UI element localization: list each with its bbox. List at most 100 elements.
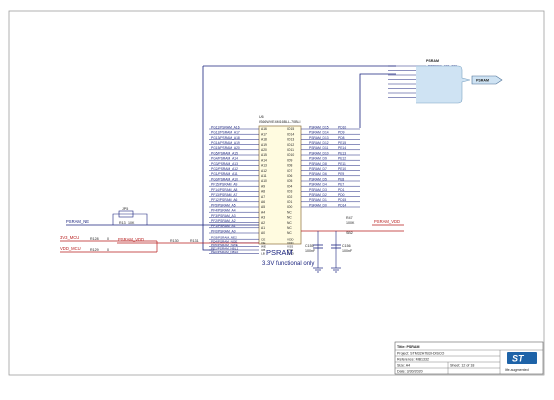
r128-label: R128 bbox=[90, 237, 99, 241]
left-pin-name: A18 bbox=[261, 138, 267, 142]
r13-value: 10K bbox=[128, 221, 135, 225]
left-pin-net: PG0/PSRAM_A10 bbox=[211, 177, 238, 181]
left-pin-net: PF0/PSRAM_A0 bbox=[211, 229, 236, 233]
left-pin-net: PG5/PSRAM_A15 bbox=[211, 151, 238, 155]
right-pin-port: PD9 bbox=[338, 131, 345, 135]
right-pin-name: IO13 bbox=[287, 138, 294, 142]
ctrl-pin-net: PE0/PSRAM_NBL0 bbox=[211, 250, 238, 254]
left-pin-net: PG3/PSRAM_A13 bbox=[211, 162, 238, 166]
right-pin-port: PD15 bbox=[338, 198, 346, 202]
right-pin-name: IO15 bbox=[287, 127, 294, 131]
left-pin-name: A0 bbox=[261, 231, 265, 235]
right-pin-name: IO3 bbox=[287, 190, 292, 194]
right-pin-net: PSRAM_D6 bbox=[309, 172, 327, 176]
right-pin-name: NC bbox=[287, 226, 292, 230]
psram-chip-body[interactable] bbox=[258, 125, 302, 245]
ctrl-pin-name: LB bbox=[261, 252, 265, 256]
vdd-label: VDD_MCU bbox=[60, 246, 81, 251]
data-bus-wire bbox=[359, 73, 396, 128]
right-pin-net: PSRAM_D11 bbox=[309, 146, 329, 150]
chip-part: IS66WVE4M16BLL-70BLI bbox=[259, 120, 301, 124]
v33-label: 3V3_MCU bbox=[60, 235, 79, 240]
right-pin-name: IO5 bbox=[287, 179, 292, 183]
left-pin-net: PF15/PSRAM_A9 bbox=[211, 183, 238, 187]
fb-label: SB2 bbox=[346, 231, 353, 235]
right-pin-name: IO1 bbox=[287, 200, 292, 204]
left-pin-name: A1 bbox=[261, 226, 265, 230]
right-pin-net: PSRAM_D13 bbox=[309, 136, 329, 140]
left-pin-net: PG11/PSRAM_A16 bbox=[211, 125, 240, 129]
title-block-sheet: Sheet: 12 of 18 bbox=[450, 364, 474, 368]
right-pin-name: IO0 bbox=[287, 205, 292, 209]
company-tagline: life.augmented bbox=[505, 368, 529, 372]
left-pin-name: A9 bbox=[261, 184, 265, 188]
title-block-date: Date: 3/30/2020 bbox=[397, 370, 423, 374]
jumper-loop bbox=[112, 213, 148, 225]
right-pin-port: PE8 bbox=[338, 177, 344, 181]
left-pin-net: PG4/PSRAM_A14 bbox=[211, 157, 238, 161]
r129-value: 0 bbox=[107, 248, 109, 252]
title-block-size: Size: A4 bbox=[397, 364, 410, 368]
right-pin-net: PSRAM_D2 bbox=[309, 193, 327, 197]
supply-label: PSRAM_VDD bbox=[118, 237, 144, 242]
cap-a-value: 100nF bbox=[305, 249, 316, 253]
r47-label: R47 bbox=[346, 216, 353, 220]
r47-value: 100K bbox=[346, 221, 355, 225]
sheet-border bbox=[8, 10, 545, 376]
left-pin-net: PF3/PSRAM_A3 bbox=[211, 214, 236, 218]
psram-ne-label: PSRAM_NE bbox=[66, 219, 89, 224]
ctrl-pin-name: CE bbox=[261, 237, 265, 241]
cap-b-value: 100nF bbox=[342, 249, 353, 253]
r129-label: R129 bbox=[90, 248, 99, 252]
right-pin-port: PD0 bbox=[338, 193, 345, 197]
ctrl-pin-name: WE bbox=[261, 245, 266, 249]
right-pin-name: IO10 bbox=[287, 153, 294, 157]
right-pin-net: PSRAM_D9 bbox=[309, 157, 327, 161]
ground-symbol-b bbox=[331, 267, 341, 273]
jumper-label: JP5 bbox=[122, 207, 128, 211]
right-pin-name: IO9 bbox=[287, 158, 292, 162]
left-pin-net: PF4/PSRAM_A4 bbox=[211, 209, 236, 213]
chip-note: 3.3V functional only bbox=[262, 261, 314, 267]
left-pin-name: A2 bbox=[261, 221, 265, 225]
ctrl-pin-net: PD5/PSRAM_NWE bbox=[211, 243, 238, 247]
left-pin-name: A3 bbox=[261, 216, 265, 220]
left-pin-name: A19 bbox=[261, 143, 267, 147]
psram-bus-port-label: PSRAM bbox=[476, 79, 489, 83]
ctrl-pin-name: UB bbox=[261, 248, 265, 252]
title-block-title: Title: PSRAM bbox=[397, 345, 420, 349]
right-pin-port: PE15 bbox=[338, 141, 346, 145]
title-block-project: Project: STM32H7B3I-DISCO bbox=[397, 352, 445, 356]
right-pin-port: PE12 bbox=[338, 157, 346, 161]
right-pin-name: IO14 bbox=[287, 132, 294, 136]
r128-value: 0 bbox=[107, 237, 109, 241]
power-pin-name: VDD bbox=[287, 241, 294, 245]
right-pin-name: NC bbox=[287, 210, 292, 214]
psram-bus-port[interactable] bbox=[471, 75, 503, 85]
right-pin-port: PD14 bbox=[338, 203, 346, 207]
left-pin-name: A20 bbox=[261, 148, 267, 152]
right-pin-name: IO12 bbox=[287, 143, 294, 147]
ctrl-pin-net: PE1/PSRAM_NBL1 bbox=[211, 247, 238, 251]
left-pin-name: A13 bbox=[261, 164, 267, 168]
right-pin-name: IO8 bbox=[287, 164, 292, 168]
power-pin-name: GND bbox=[287, 252, 295, 256]
right-pin-port: PE7 bbox=[338, 183, 344, 187]
title-block: Title: PSRAM Project: STM32H7B3I-DISCO R… bbox=[394, 341, 544, 375]
power-pin-name: VSS bbox=[287, 245, 293, 249]
left-pin-net: PF14/PSRAM_A8 bbox=[211, 188, 238, 192]
right-pin-port: PE14 bbox=[338, 146, 346, 150]
r131-label: R131 bbox=[190, 239, 199, 243]
left-pin-name: A17 bbox=[261, 132, 267, 136]
right-pin-name: IO4 bbox=[287, 184, 292, 188]
st-logo-icon: ST bbox=[507, 352, 537, 364]
left-pin-net: PG12/PSRAM_A17 bbox=[211, 131, 240, 135]
r13-label: R13 bbox=[119, 221, 126, 225]
left-pin-name: A11 bbox=[261, 174, 267, 178]
left-pin-net: PF2/PSRAM_A2 bbox=[211, 219, 236, 223]
right-pin-net: PSRAM_D12 bbox=[309, 141, 329, 145]
left-pin-net: PF12/PSRAM_A6 bbox=[211, 198, 238, 202]
